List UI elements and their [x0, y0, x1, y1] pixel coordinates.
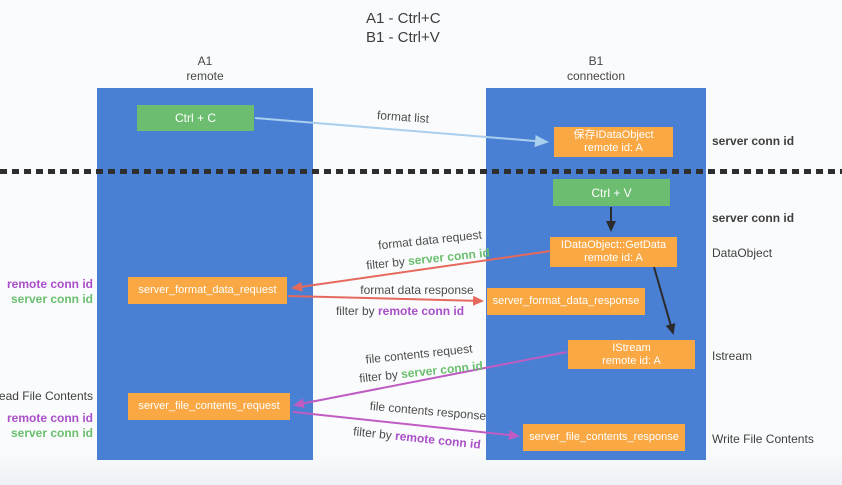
istream-side-label: Istream: [712, 349, 753, 363]
filter-by-text: filter by: [352, 424, 393, 443]
server-conn-id-highlight: server conn id: [400, 358, 484, 382]
filter-by-text: filter by: [335, 304, 375, 318]
file-contents-response-label: file contents response: [369, 398, 487, 424]
left-conn-id-group-bottom: remote conn id server conn id: [7, 411, 93, 441]
lane-header-b1: B1 connection: [486, 54, 706, 84]
ctrl-v-label: Ctrl + V: [591, 185, 632, 200]
server-conn-id-highlight: server conn id: [407, 245, 491, 269]
diagram-title: A1 - Ctrl+C B1 - Ctrl+V: [366, 9, 441, 47]
server-format-data-request-label: server_format_data_request: [138, 284, 277, 296]
getdata-line2: remote id: A: [584, 252, 643, 264]
ctrl-v-box: Ctrl + V: [553, 179, 670, 206]
lane-header-a1: A1 remote: [97, 54, 313, 84]
format-list-label: format list: [376, 108, 430, 126]
server-file-contents-response-box: server_file_contents_response: [523, 424, 685, 451]
left-server-conn-id-bottom-label: server conn id: [10, 426, 93, 440]
lane-a1-name: A1: [197, 54, 213, 68]
filter-by-text: filter by: [365, 254, 406, 273]
getdata-line1: IDataObject::GetData: [560, 239, 667, 251]
session-separator-line: [0, 169, 842, 174]
remote-conn-id-highlight: remote conn id: [378, 304, 465, 318]
left-remote-conn-id-top-label: remote conn id: [6, 277, 93, 291]
idataobject-getdata-box: IDataObject::GetData remote id: A: [550, 237, 677, 267]
istream-box: IStream remote id: A: [568, 340, 695, 369]
right-server-conn-id-mid-label: server conn id: [712, 211, 795, 225]
server-format-data-response-box: server_format_data_response: [487, 288, 645, 315]
istream-line1: IStream: [612, 341, 651, 354]
server-format-data-request-box: server_format_data_request: [128, 277, 287, 304]
write-file-contents-label: Write File Contents: [712, 432, 814, 446]
lane-b1-name: B1: [588, 54, 604, 68]
server-file-contents-request-box: server_file_contents_request: [128, 393, 290, 420]
lane-b1-role: connection: [566, 69, 626, 83]
left-remote-conn-id-bottom-label: remote conn id: [6, 411, 93, 425]
ctrl-c-box: Ctrl + C: [137, 105, 254, 131]
format-filter-response-label: filter by remote conn id: [336, 304, 464, 318]
save-idataobject-line1: 保存IDataObject: [573, 129, 654, 141]
format-data-response-label: format data response: [360, 283, 474, 297]
read-file-contents-label: Read File Contents: [0, 389, 93, 403]
right-server-conn-id-top-label: server conn id: [712, 134, 795, 148]
istream-line2: remote id: A: [602, 354, 661, 367]
lane-a1-role: remote: [186, 69, 224, 83]
title-line-a1: A1 - Ctrl+C: [366, 10, 441, 27]
server-format-data-response-label: server_format_data_response: [492, 295, 640, 307]
server-file-contents-response-label: server_file_contents_response: [529, 431, 679, 443]
filter-by-text: filter by: [358, 367, 399, 386]
save-idataobject-box: 保存IDataObject remote id: A: [554, 127, 673, 157]
ctrl-c-label: Ctrl + C: [174, 111, 216, 125]
dataobject-label: DataObject: [712, 246, 773, 260]
save-idataobject-line2: remote id: A: [584, 142, 643, 154]
left-server-conn-id-top-label: server conn id: [10, 292, 93, 306]
left-conn-id-group-top: remote conn id server conn id: [7, 277, 93, 307]
remote-conn-id-highlight: remote conn id: [394, 428, 482, 452]
title-line-b1: B1 - Ctrl+V: [366, 29, 440, 46]
server-file-contents-request-label: server_file_contents_request: [138, 400, 280, 412]
file-filter-response-label: filter by remote conn id: [353, 424, 482, 451]
